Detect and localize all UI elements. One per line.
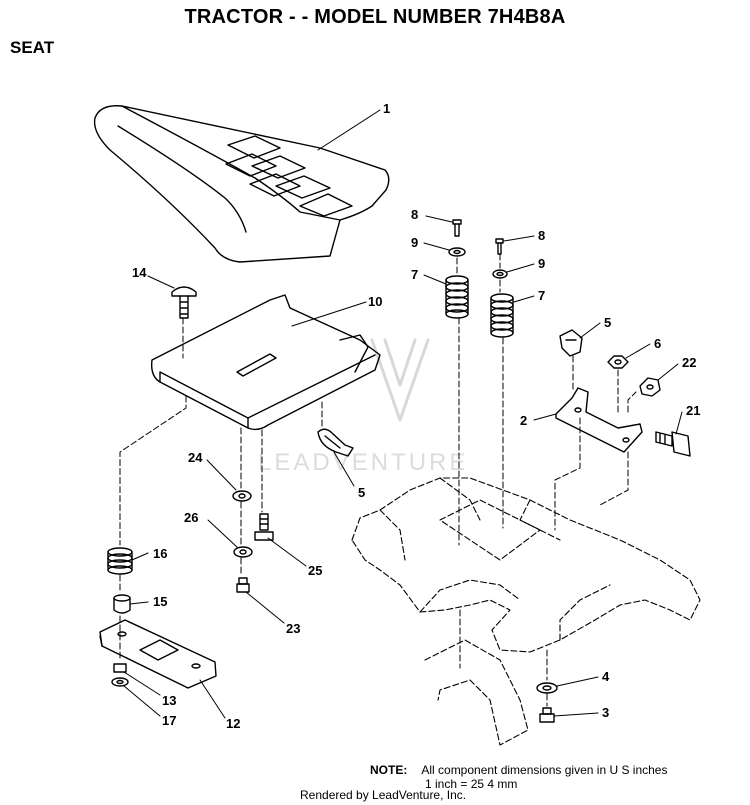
callout-22: 22 (682, 355, 696, 370)
callout-2: 2 (520, 413, 527, 428)
washer-part-4 (536, 682, 558, 694)
watermark-logo (370, 338, 430, 422)
washer-part-9-left (448, 247, 466, 257)
washer-part-17 (111, 677, 129, 687)
callout-8-left: 8 (411, 207, 418, 222)
callout-leaders (123, 109, 683, 719)
spring-part-7-left (445, 275, 469, 319)
nut-part-22 (639, 377, 661, 397)
clip-part-5-right (559, 329, 583, 357)
callout-25: 25 (308, 563, 322, 578)
tractor-frame-outline (351, 477, 701, 746)
callout-21: 21 (686, 403, 700, 418)
clip-part-5-left (317, 428, 354, 457)
washer-part-9-right (492, 269, 508, 279)
pin-part-8-right (495, 238, 504, 255)
callout-5-right: 5 (604, 315, 611, 330)
callout-5-left: 5 (358, 485, 365, 500)
section-title: SEAT (10, 38, 55, 57)
bracket-plate-part-12 (99, 619, 217, 689)
nut-part-6 (607, 355, 629, 369)
bracket-part-2 (555, 387, 643, 453)
callout-15: 15 (153, 594, 167, 609)
footer-credit: Rendered by LeadVenture, Inc. (300, 788, 467, 802)
callout-9-right: 9 (538, 256, 545, 271)
washer-part-26 (233, 546, 253, 558)
callout-24: 24 (188, 450, 203, 465)
bolt-part-3 (539, 707, 555, 723)
callout-13: 13 (162, 693, 176, 708)
callout-16: 16 (153, 546, 167, 561)
callout-7-left: 7 (411, 267, 418, 282)
callout-8-right: 8 (538, 228, 545, 243)
bolt-part-25 (254, 513, 274, 541)
callout-4: 4 (602, 669, 610, 684)
callout-9-left: 9 (411, 235, 418, 250)
note-line-1: NOTE: All component dimensions given in U… (370, 763, 667, 777)
seat-part-1 (93, 105, 390, 263)
note-text-2: 1 inch = 25 4 mm (425, 777, 518, 791)
callout-10: 10 (368, 294, 382, 309)
bolt-part-23 (236, 577, 250, 593)
note-block: NOTE: All component dimensions given in U… (370, 763, 667, 791)
carriage-bolt-part-14 (171, 286, 197, 319)
callout-numbers: 1 14 10 5 24 26 25 23 16 15 12 13 17 8 9… (132, 101, 700, 731)
callout-23: 23 (286, 621, 300, 636)
pin-part-8-left (452, 219, 462, 237)
note-text-1: All component dimensions given in U S in… (421, 763, 668, 777)
callout-6: 6 (654, 336, 661, 351)
callout-17: 17 (162, 713, 176, 728)
nut-part-13 (113, 663, 127, 673)
watermark-text: LEADVENTURE (258, 449, 468, 476)
spring-part-7-right (490, 293, 514, 338)
washer-part-24 (232, 490, 252, 502)
callout-12: 12 (226, 716, 240, 731)
bushing-part-15 (113, 594, 131, 614)
assembly-centerlines (119, 253, 637, 707)
callout-14: 14 (132, 265, 147, 280)
callout-7-right: 7 (538, 288, 545, 303)
callout-26: 26 (184, 510, 198, 525)
bolt-part-21 (655, 431, 691, 457)
note-label: NOTE: (370, 763, 408, 777)
page-title: TRACTOR - - MODEL NUMBER 7H4B8A (184, 6, 566, 28)
seat-pan-part-10 (150, 294, 381, 431)
callout-1: 1 (383, 101, 390, 116)
callout-3: 3 (602, 705, 609, 720)
spring-part-16 (107, 547, 133, 575)
